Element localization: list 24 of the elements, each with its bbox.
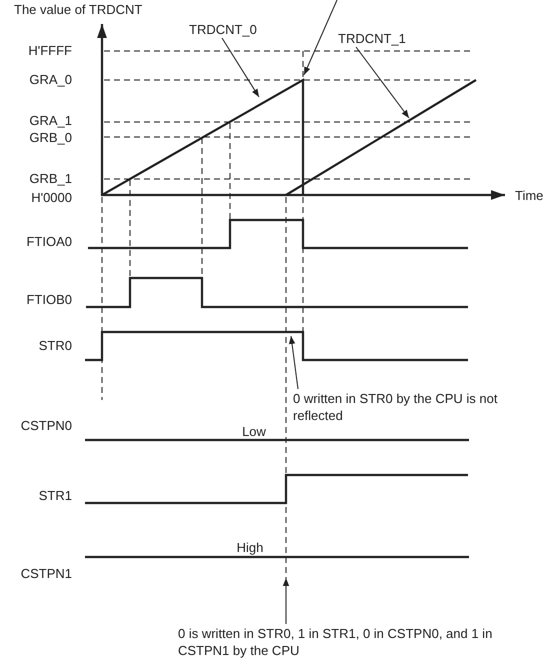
signal-label: STR0	[38, 338, 72, 353]
signal-label: FTIOA0	[25, 234, 72, 249]
leader-arrow	[222, 38, 260, 98]
signal-label: STR1	[38, 488, 72, 503]
leader-arrow	[356, 46, 410, 118]
signal-label: FTIOB0	[25, 292, 72, 307]
value-label: GRA_0	[28, 72, 72, 87]
callout-text: TRDCNT_0	[189, 22, 257, 37]
callout-text: 0 written in STR0 by the CPU is not reflected	[293, 390, 523, 424]
value-label: GRA_1	[28, 113, 72, 128]
leader-arrow	[288, 336, 298, 390]
level-label: Low	[241, 424, 267, 439]
value-label: GRB_0	[28, 130, 72, 145]
callout-text: TRDCNT_1	[338, 31, 406, 46]
signal-label: CSTPN1	[20, 566, 72, 581]
value-label: GRB_1	[28, 171, 72, 186]
value-label: H'FFFF	[27, 43, 72, 58]
leader-arrow	[282, 578, 290, 624]
level-label: High	[236, 540, 264, 555]
value-label: H'0000	[30, 190, 72, 205]
axis-title: The value of TRDCNT	[14, 2, 142, 17]
callout-text: 0 is written in STR0, 1 in STR1, 0 in CSTPN0, and 1 in CSTPN1 by the CPU	[178, 625, 538, 659]
signal-label: CSTPN0	[20, 418, 72, 433]
axis-label: Time	[515, 188, 544, 203]
